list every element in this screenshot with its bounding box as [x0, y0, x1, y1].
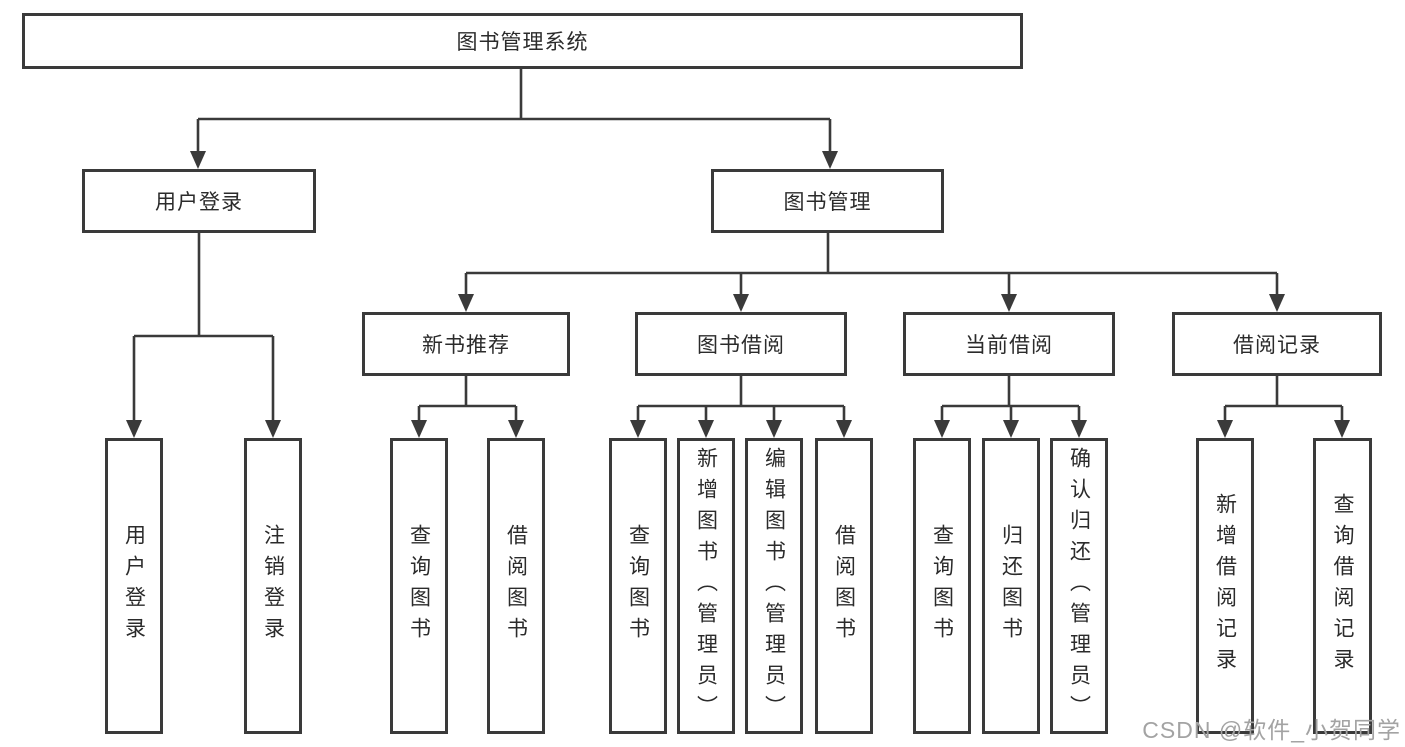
node-book-borrow: 图书借阅 — [635, 312, 847, 376]
node-user-login: 用户登录 — [82, 169, 316, 233]
leaf-query-borrow-record: 查询借阅记录 — [1313, 438, 1372, 734]
leaf-query-books-recommend: 查询图书 — [390, 438, 448, 734]
connector-book-management-children — [458, 233, 1285, 312]
leaf-add-borrow-record: 新增借阅记录 — [1196, 438, 1254, 734]
node-root: 图书管理系统 — [22, 13, 1023, 69]
leaf-query-books-borrow: 查询图书 — [609, 438, 667, 734]
connector-root-to-level2 — [190, 69, 838, 169]
connector-new-book-rec-children — [411, 376, 524, 438]
leaf-confirm-return-admin: 确认归还（管理员） — [1050, 438, 1108, 734]
connector-current-borrow-children — [934, 376, 1087, 438]
leaf-return-books: 归还图书 — [982, 438, 1040, 734]
connector-borrow-records-children — [1217, 376, 1350, 438]
leaf-user-login: 用户登录 — [105, 438, 163, 734]
leaf-borrow-books-recommend: 借阅图书 — [487, 438, 545, 734]
leaf-borrow-books: 借阅图书 — [815, 438, 873, 734]
watermark-text: CSDN @软件_小贺同学 — [1142, 717, 1401, 743]
connector-user-login-children — [126, 233, 281, 438]
leaf-add-books-admin: 新增图书（管理员） — [677, 438, 735, 734]
connector-book-borrow-children — [630, 376, 852, 438]
leaf-logout: 注销登录 — [244, 438, 302, 734]
node-new-book-recommend: 新书推荐 — [362, 312, 570, 376]
leaf-edit-books-admin: 编辑图书（管理员） — [745, 438, 803, 734]
node-borrow-records: 借阅记录 — [1172, 312, 1382, 376]
leaf-query-books-current: 查询图书 — [913, 438, 971, 734]
node-book-management: 图书管理 — [711, 169, 944, 233]
node-current-borrow: 当前借阅 — [903, 312, 1115, 376]
